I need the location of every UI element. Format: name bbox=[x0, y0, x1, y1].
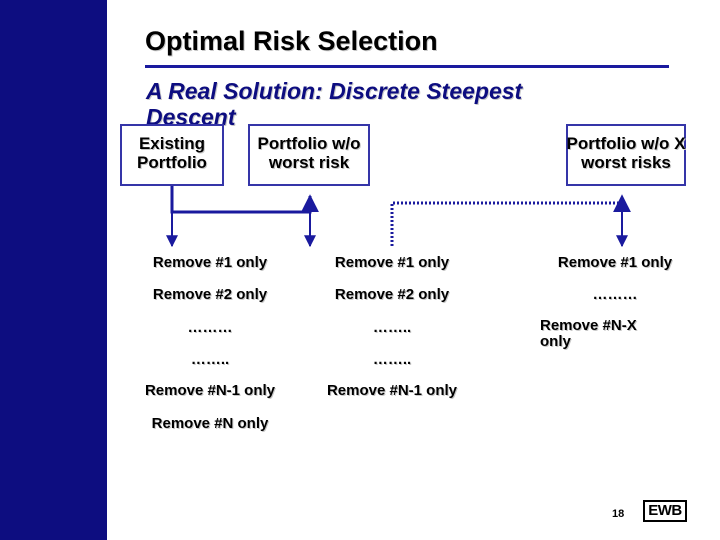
list-item: Remove #1 only bbox=[152, 254, 268, 271]
list-item: Remove #2 only bbox=[334, 286, 450, 303]
list-item: …….. bbox=[190, 351, 230, 368]
list-item: …….. bbox=[372, 351, 412, 368]
list-item: Remove #1 only bbox=[557, 254, 673, 271]
sidebar-band bbox=[0, 0, 107, 540]
logo: EWB bbox=[643, 500, 687, 522]
connector-dotted bbox=[390, 194, 631, 246]
list-item: Remove #2 only bbox=[152, 286, 268, 303]
title-underline bbox=[145, 65, 669, 68]
connector-solid bbox=[170, 186, 319, 214]
portfolio-minus-worst-box bbox=[248, 124, 370, 186]
list-item: Remove #N-X only bbox=[540, 317, 637, 350]
existing-portfolio-label: Existing Portfolio bbox=[137, 134, 207, 172]
page-number: 18 bbox=[612, 508, 625, 520]
logo-text: EWB bbox=[648, 502, 682, 519]
existing-portfolio-box bbox=[120, 124, 224, 186]
list-item: …….. bbox=[372, 319, 412, 336]
page-title: Optimal Risk Selection bbox=[145, 26, 438, 56]
portfolio-minus-x-worst-box bbox=[566, 124, 686, 186]
list-item: Remove #N only bbox=[151, 415, 269, 432]
list-item: ……… bbox=[592, 286, 638, 303]
portfolio-minus-x-worst-label: Portfolio w/o X worst risks bbox=[566, 134, 686, 172]
list-item: Remove #1 only bbox=[334, 254, 450, 271]
list-item: Remove #N-1 only bbox=[326, 382, 458, 399]
list-item: Remove #N-1 only bbox=[144, 382, 276, 399]
list-item: ……… bbox=[187, 319, 233, 336]
portfolio-minus-worst-label: Portfolio w/o worst risk bbox=[257, 134, 361, 172]
